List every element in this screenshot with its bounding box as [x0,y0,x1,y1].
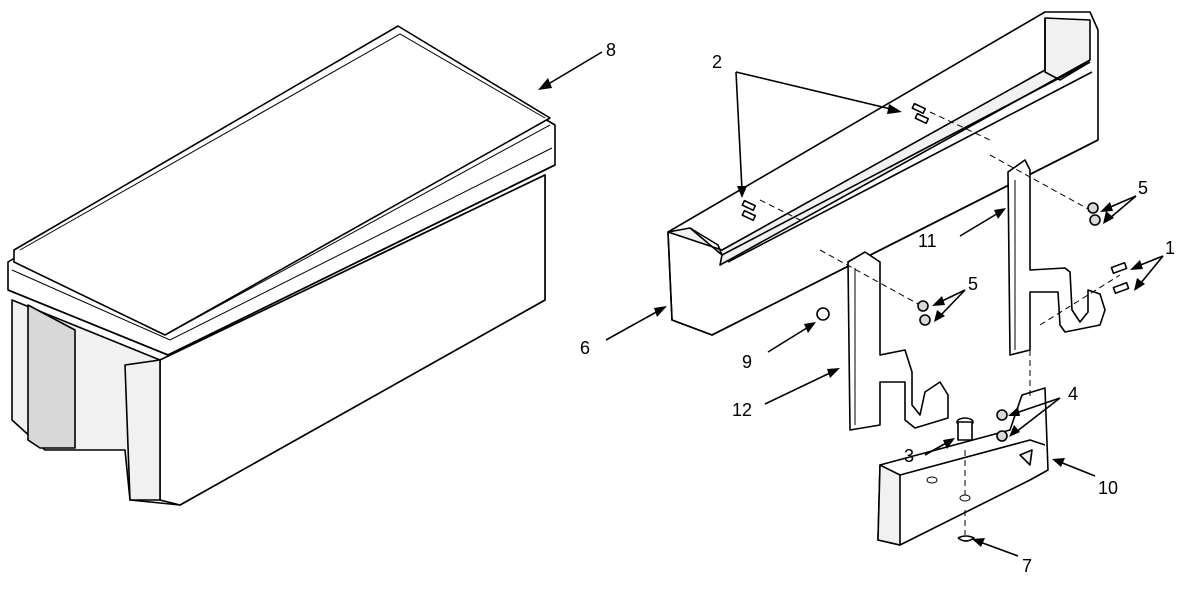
callout-3: 3 [904,446,914,466]
callout-11: 11 [918,231,937,251]
callout-9: 9 [742,352,752,372]
callout-1: 1 [1165,238,1175,258]
storage-box [7,25,556,506]
hardware [741,102,1130,542]
callout-6: 6 [580,338,590,358]
callout-8: 8 [606,40,616,60]
callout-12: 12 [732,400,752,420]
callout-labels: 8 2 5 11 1 5 6 9 12 4 3 10 7 [580,40,1175,576]
callout-10: 10 [1098,478,1118,498]
callout-2: 2 [712,52,722,72]
callout-5-upper: 5 [1138,178,1148,198]
assembly-lines [759,111,1121,535]
callout-7: 7 [1022,556,1032,576]
callout-5-lower: 5 [968,274,978,294]
base-bracket [877,387,1049,546]
bracket-left [847,251,949,431]
bracket-right [1007,159,1106,356]
leader-arrows [538,51,1164,557]
front-channel [667,11,1099,336]
callout-4: 4 [1068,384,1078,404]
